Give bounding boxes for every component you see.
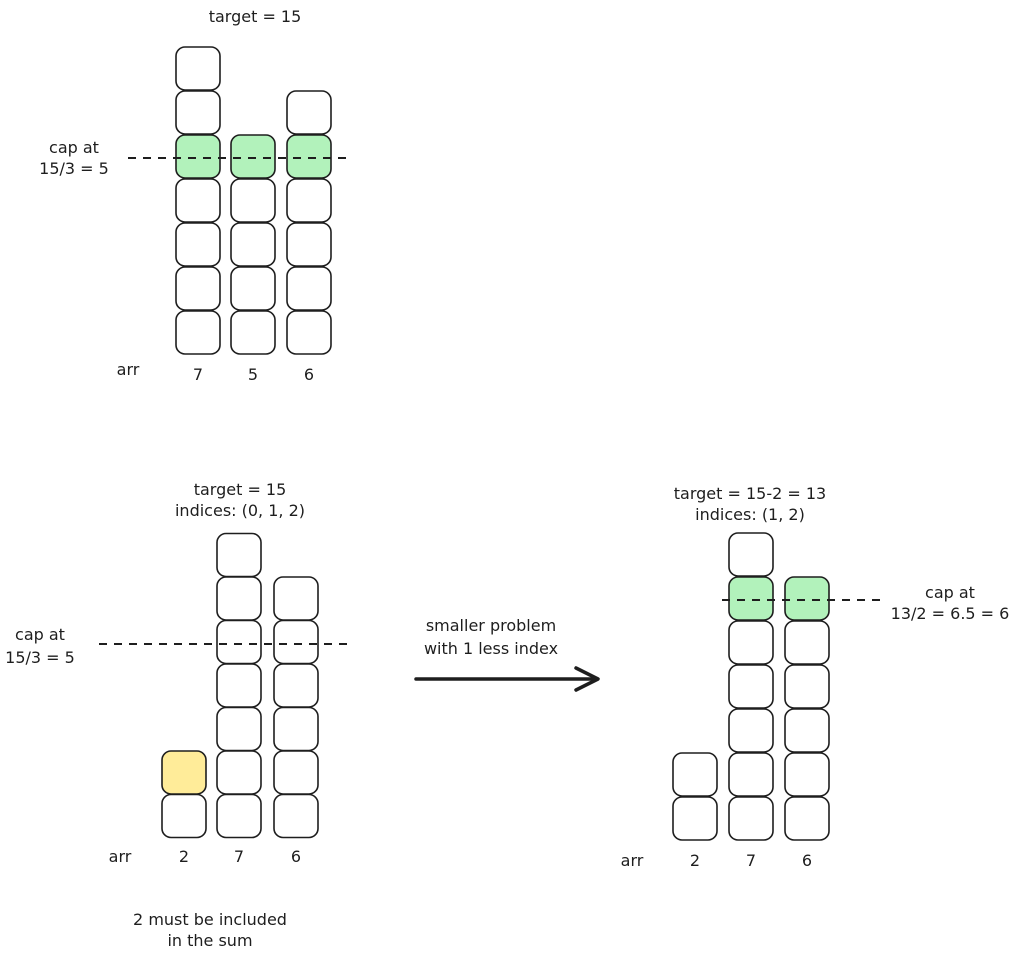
unit-cell: [216, 576, 262, 621]
unit-cell: [273, 750, 319, 795]
array-value: 2: [690, 851, 700, 870]
array-value: 7: [746, 851, 756, 870]
unit-cell: [216, 532, 262, 578]
unit-cell: [286, 266, 332, 311]
arrow-label-line-2: with 1 less index: [424, 639, 558, 658]
unit-cell: [784, 752, 830, 797]
array-column: [216, 532, 262, 839]
unit-cell: [728, 664, 774, 709]
array-column: [175, 46, 221, 355]
unit-cell: [230, 178, 276, 223]
unit-cell: [728, 796, 774, 841]
unit-cell-capped: [784, 576, 830, 621]
cap-label-line: 15/3 = 5: [39, 159, 109, 178]
unit-cell: [672, 752, 718, 797]
unit-cell: [230, 222, 276, 267]
panel-title-line: target = 15-2 = 13: [674, 484, 826, 503]
unit-cell: [286, 178, 332, 223]
arr-label: arr: [109, 847, 132, 866]
array-column: [161, 750, 207, 839]
unit-cell-capped: [175, 134, 221, 179]
array-column: [728, 532, 774, 841]
panel-top: target = 15 7 5 6 arr cap at 15/3 = 5: [39, 7, 348, 384]
array-value: 6: [802, 851, 812, 870]
unit-cell: [216, 706, 262, 752]
unit-cell-capped: [230, 134, 276, 179]
unit-cell: [286, 310, 332, 355]
cap-label-line: cap at: [15, 625, 65, 644]
panel-title-line: indices: (0, 1, 2): [175, 501, 305, 520]
unit-cell: [161, 793, 207, 839]
array-column: [784, 576, 830, 841]
unit-cell: [273, 619, 319, 665]
panel-title-line: indices: (1, 2): [695, 505, 805, 524]
unit-cell: [672, 796, 718, 841]
cap-label-line: 13/2 = 6.5 = 6: [891, 604, 1010, 623]
unit-cell: [175, 90, 221, 135]
array-value: 6: [304, 365, 314, 384]
array-column: [230, 134, 276, 355]
unit-cell: [784, 796, 830, 841]
unit-cell-capped: [286, 134, 332, 179]
array-value: 2: [179, 847, 189, 866]
unit-cell: [273, 706, 319, 752]
cap-label-line: cap at: [925, 583, 975, 602]
unit-cell: [286, 222, 332, 267]
unit-cell: [728, 708, 774, 753]
unit-cell: [216, 750, 262, 795]
array-value: 6: [291, 847, 301, 866]
arrow-head-icon: [574, 666, 600, 692]
unit-cell: [216, 793, 262, 839]
unit-cell: [784, 620, 830, 665]
unit-cell: [784, 708, 830, 753]
unit-cell: [230, 266, 276, 311]
unit-cell: [216, 619, 262, 665]
unit-cell-capped: [728, 576, 774, 621]
transition-arrow: smaller problem with 1 less index: [414, 616, 600, 692]
unit-cell: [728, 620, 774, 665]
unit-cell-forced: [161, 750, 207, 795]
unit-cell: [728, 752, 774, 797]
note-line: 2 must be included: [133, 910, 287, 929]
array-value: 7: [234, 847, 244, 866]
unit-cell: [175, 310, 221, 355]
panel-bottom-right: target = 15-2 = 13 indices: (1, 2) 2 7 6 arr c…: [621, 484, 1010, 870]
arrow-label-line-1: smaller problem: [426, 616, 556, 635]
unit-cell: [175, 46, 221, 91]
arr-label: arr: [621, 851, 644, 870]
arr-label: arr: [117, 360, 140, 379]
unit-cell: [273, 576, 319, 621]
panel-bottom-left: target = 15 indices: (0, 1, 2) 2 7 6 arr cap a…: [5, 480, 347, 950]
unit-cell: [216, 663, 262, 708]
unit-cell: [175, 266, 221, 311]
unit-cell: [175, 222, 221, 267]
cap-label-line: 15/3 = 5: [5, 648, 75, 667]
panel-title-line: target = 15: [209, 7, 302, 26]
note-line: in the sum: [167, 931, 252, 950]
array-column: [672, 752, 718, 841]
unit-cell: [273, 793, 319, 839]
unit-cell: [286, 90, 332, 135]
unit-cell: [273, 663, 319, 708]
array-value: 5: [248, 365, 258, 384]
panel-title-line: target = 15: [194, 480, 287, 499]
unit-cell: [175, 178, 221, 223]
array-column: [273, 576, 319, 839]
unit-cell: [784, 664, 830, 709]
array-value: 7: [193, 365, 203, 384]
unit-cell: [728, 532, 774, 577]
array-column: [286, 90, 332, 355]
unit-cell: [230, 310, 276, 355]
cap-label-line: cap at: [49, 138, 99, 157]
